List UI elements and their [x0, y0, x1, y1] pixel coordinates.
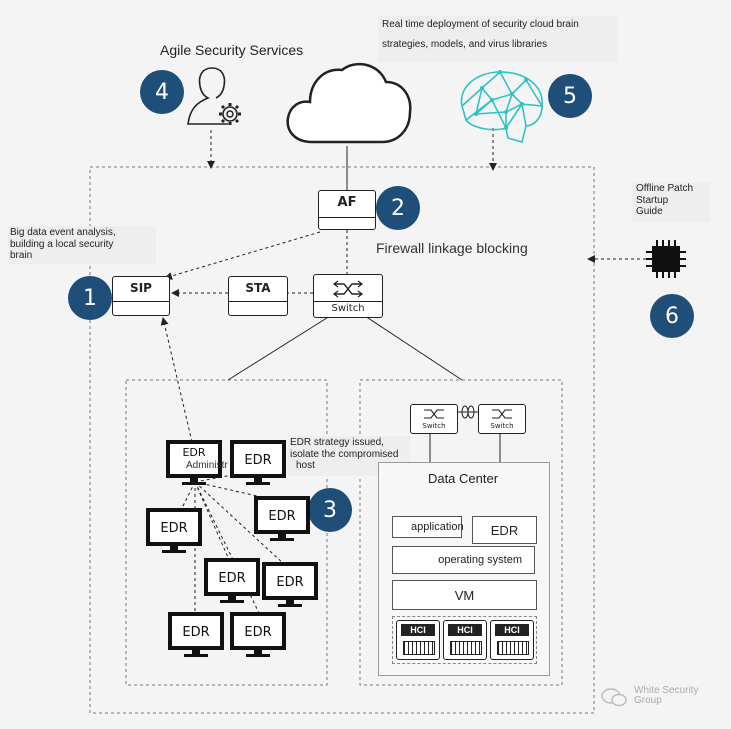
edr-endpoint-label: EDR: [268, 509, 295, 524]
edr-endpoint-label: EDR: [276, 575, 303, 590]
edr-endpoint-monitor: EDR: [230, 440, 286, 485]
hci-node: HCI: [443, 620, 487, 660]
switch-arrows-icon: [492, 409, 512, 419]
edr-endpoint-label: EDR: [244, 453, 271, 468]
network-boundary: [89, 166, 595, 714]
dc-switch-right: Switch: [478, 404, 526, 434]
badge-4: 4: [140, 70, 184, 114]
badge-3: 3: [308, 488, 352, 532]
dc-switch-left: Switch: [410, 404, 458, 434]
edr-endpoint-monitor: EDR: [262, 562, 318, 607]
edr-endpoint-monitor: EDR: [204, 558, 260, 603]
cloud-icon: [286, 62, 412, 144]
wechat-icon: [601, 688, 627, 707]
hci-node: HCI: [396, 620, 440, 660]
badge-1: 1: [68, 276, 112, 320]
switch-arrows-icon: [424, 409, 444, 419]
edr-endpoint-monitor: EDR: [254, 496, 310, 541]
badge-6: 6: [650, 294, 694, 338]
edr-endpoint-monitor: EDR: [168, 612, 224, 657]
core-switch-device: Switch: [313, 274, 383, 318]
big-data-note: Big data event analysis, building a loca…: [8, 226, 156, 264]
sip-device: SIP: [112, 276, 170, 316]
firewall-linkage-label: Firewall linkage blocking: [376, 240, 528, 256]
vm-layer: VM: [392, 580, 537, 610]
edr-endpoint-label: EDR: [182, 446, 205, 459]
badge-5: 5: [548, 74, 592, 118]
hci-cluster: [392, 616, 537, 664]
operating-system-layer: operating system: [392, 546, 535, 574]
brain-network-icon: [460, 70, 544, 143]
sta-device: STA: [228, 276, 288, 316]
admin-gear-icon: [187, 67, 241, 125]
datacenter-zone: [359, 379, 563, 686]
badge-2: 2: [376, 186, 420, 230]
application-layer: application: [392, 516, 464, 538]
offline-patch-note: Offline Patch Startup Guide: [632, 182, 710, 222]
edr-endpoint-label: EDR: [182, 625, 209, 640]
switch-arrows-icon: [333, 280, 363, 298]
edr-endpoint-monitor: EDR: [166, 440, 222, 485]
dc-edr-layer: EDR: [472, 516, 537, 544]
edr-endpoint-label: EDR: [218, 571, 245, 586]
af-device: AF: [318, 190, 376, 230]
endpoint-zone: [125, 379, 328, 686]
hci-node: HCI: [490, 620, 534, 660]
watermark: White Security Group: [634, 685, 699, 706]
chip-icon: [646, 240, 686, 278]
edr-endpoint-monitor: EDR: [146, 508, 202, 553]
admin-label: Administr: [186, 460, 228, 471]
agile-services-title: Agile Security Services: [160, 42, 304, 58]
realtime-deployment-note: Real time deployment of security cloud b…: [378, 16, 618, 62]
edr-endpoint-monitor: EDR: [230, 612, 286, 657]
data-center-title: Data Center: [427, 471, 499, 486]
edr-endpoint-label: EDR: [244, 625, 271, 640]
edr-endpoint-label: EDR: [160, 521, 187, 536]
